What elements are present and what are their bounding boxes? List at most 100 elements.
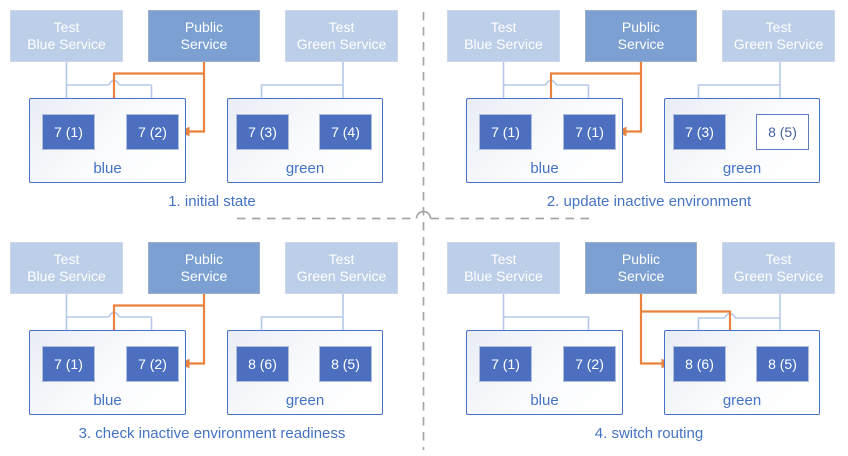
version-box: 7 (2) (563, 346, 616, 382)
service-label-line: Public (621, 18, 661, 35)
public-service-box: Public Service (585, 242, 697, 294)
version-label: 8 (5) (768, 124, 797, 140)
version-box: 7 (2) (126, 346, 179, 382)
service-label-line: Service (617, 268, 665, 284)
version-label: 8 (5) (768, 356, 797, 372)
service-label-line: Service (180, 36, 228, 52)
version-label: 7 (2) (138, 124, 167, 140)
service-label-line: Test (490, 250, 517, 267)
service-label-line: Green Service (296, 268, 387, 284)
step-caption: 4. switch routing (594, 425, 704, 442)
public-service-box: Public Service (148, 10, 260, 62)
step-caption: 2. update inactive environment (546, 193, 752, 210)
version-box: 7 (1) (563, 114, 616, 150)
quadrant-content: Test Blue Service Public Service Test Gr… (0, 232, 424, 456)
service-label-line: Blue Service (464, 268, 543, 284)
version-label: 7 (1) (491, 124, 520, 140)
version-box: 8 (6) (673, 346, 726, 382)
route-line (626, 62, 643, 133)
version-label: 7 (1) (575, 124, 604, 140)
quadrant-content: Test Blue Service Public Service Test Gr… (437, 0, 848, 228)
test-blue-service-box: Test Blue Service (10, 10, 123, 62)
test-green-service-box: Test Green Service (285, 10, 398, 62)
quadrant-switch-routing: Test Blue Service Public Service Test Gr… (424, 228, 848, 456)
service-label-line: Green Service (733, 36, 824, 52)
service-label-line: Public (184, 250, 224, 267)
version-label: 7 (1) (54, 124, 83, 140)
test-green-service-box: Test Green Service (722, 10, 835, 62)
quadrant-update-inactive-environment: Test Blue Service Public Service Test Gr… (424, 0, 848, 228)
version-box: 7 (2) (126, 114, 179, 150)
version-label: 7 (4) (331, 124, 360, 140)
test-blue-service-box: Test Blue Service (447, 242, 560, 294)
service-label-line: Green Service (296, 36, 387, 52)
quadrant-check-inactive-environment-readiness: Test Blue Service Public Service Test Gr… (0, 228, 424, 456)
service-label-line: Blue Service (27, 268, 106, 284)
version-box: 7 (1) (479, 114, 532, 150)
test-green-service-box: Test Green Service (722, 242, 835, 294)
blue-environment-box: 7 (1) 7 (2) blue (466, 330, 623, 415)
quadrant-content: Test Blue Service Public Service Test Gr… (0, 0, 424, 228)
blue-environment-box: 7 (1) 7 (2) blue (29, 330, 186, 415)
version-box: 8 (5) (319, 346, 372, 382)
service-label-line: Test (53, 250, 80, 267)
version-box: 8 (6) (236, 346, 289, 382)
test-green-service-box: Test Green Service (285, 242, 398, 294)
version-label: 8 (5) (331, 356, 360, 372)
version-box: 7 (1) (42, 114, 95, 150)
version-label: 7 (2) (138, 356, 167, 372)
test-blue-service-box: Test Blue Service (447, 10, 560, 62)
blue-environment-box: 7 (1) 7 (1) blue (466, 98, 623, 183)
test-blue-service-box: Test Blue Service (10, 242, 123, 294)
version-label: 8 (6) (685, 356, 714, 372)
quadrant-initial-state: Test Blue Service Public Service Test Gr… (0, 0, 424, 228)
environment-label: green (285, 392, 325, 409)
service-label-line: Service (180, 268, 228, 284)
public-service-box: Public Service (148, 242, 260, 294)
version-box-inactive: 8 (5) (756, 114, 809, 150)
version-label: 8 (6) (248, 356, 277, 372)
quadrant-content: Test Blue Service Public Service Test Gr… (437, 232, 848, 456)
service-label-line: Public (184, 18, 224, 35)
service-label-line: Test (490, 18, 517, 35)
version-box: 7 (3) (673, 114, 726, 150)
route-line (189, 62, 206, 133)
environment-label: green (722, 160, 762, 177)
environment-label: green (722, 392, 762, 409)
public-service-box: Public Service (585, 10, 697, 62)
blue-environment-box: 7 (1) 7 (2) blue (29, 98, 186, 183)
version-label: 7 (1) (54, 356, 83, 372)
service-label-line: Test (53, 18, 80, 35)
service-label-line: Blue Service (464, 36, 543, 52)
version-label: 7 (3) (248, 124, 277, 140)
version-box: 8 (5) (756, 346, 809, 382)
step-caption: 1. initial state (168, 193, 256, 210)
green-environment-box: 7 (3) 7 (4) green (227, 98, 383, 183)
route-line (189, 294, 206, 365)
environment-label: blue (93, 392, 122, 409)
green-environment-box: 8 (6) 8 (5) green (664, 330, 820, 415)
version-label: 7 (1) (491, 356, 520, 372)
environment-label: blue (93, 160, 122, 177)
version-label: 7 (3) (685, 124, 714, 140)
green-environment-box: 8 (6) 8 (5) green (227, 330, 383, 415)
version-box: 7 (1) (479, 346, 532, 382)
service-label-line: Test (328, 18, 355, 35)
environment-label: blue (530, 160, 559, 177)
environment-label: green (285, 160, 325, 177)
version-box: 7 (3) (236, 114, 289, 150)
service-label-line: Green Service (733, 268, 824, 284)
service-label-line: Test (765, 18, 792, 35)
version-box: 7 (4) (319, 114, 372, 150)
route-line (639, 294, 662, 365)
version-box: 7 (1) (42, 346, 95, 382)
green-environment-box: 7 (3) 8 (5) green (664, 98, 820, 183)
service-label-line: Service (617, 36, 665, 52)
version-label: 7 (2) (575, 356, 604, 372)
service-label-line: Test (765, 250, 792, 267)
service-label-line: Test (328, 250, 355, 267)
step-caption: 3. check inactive environment readiness (78, 425, 346, 442)
service-label-line: Public (621, 250, 661, 267)
environment-label: blue (530, 392, 559, 409)
